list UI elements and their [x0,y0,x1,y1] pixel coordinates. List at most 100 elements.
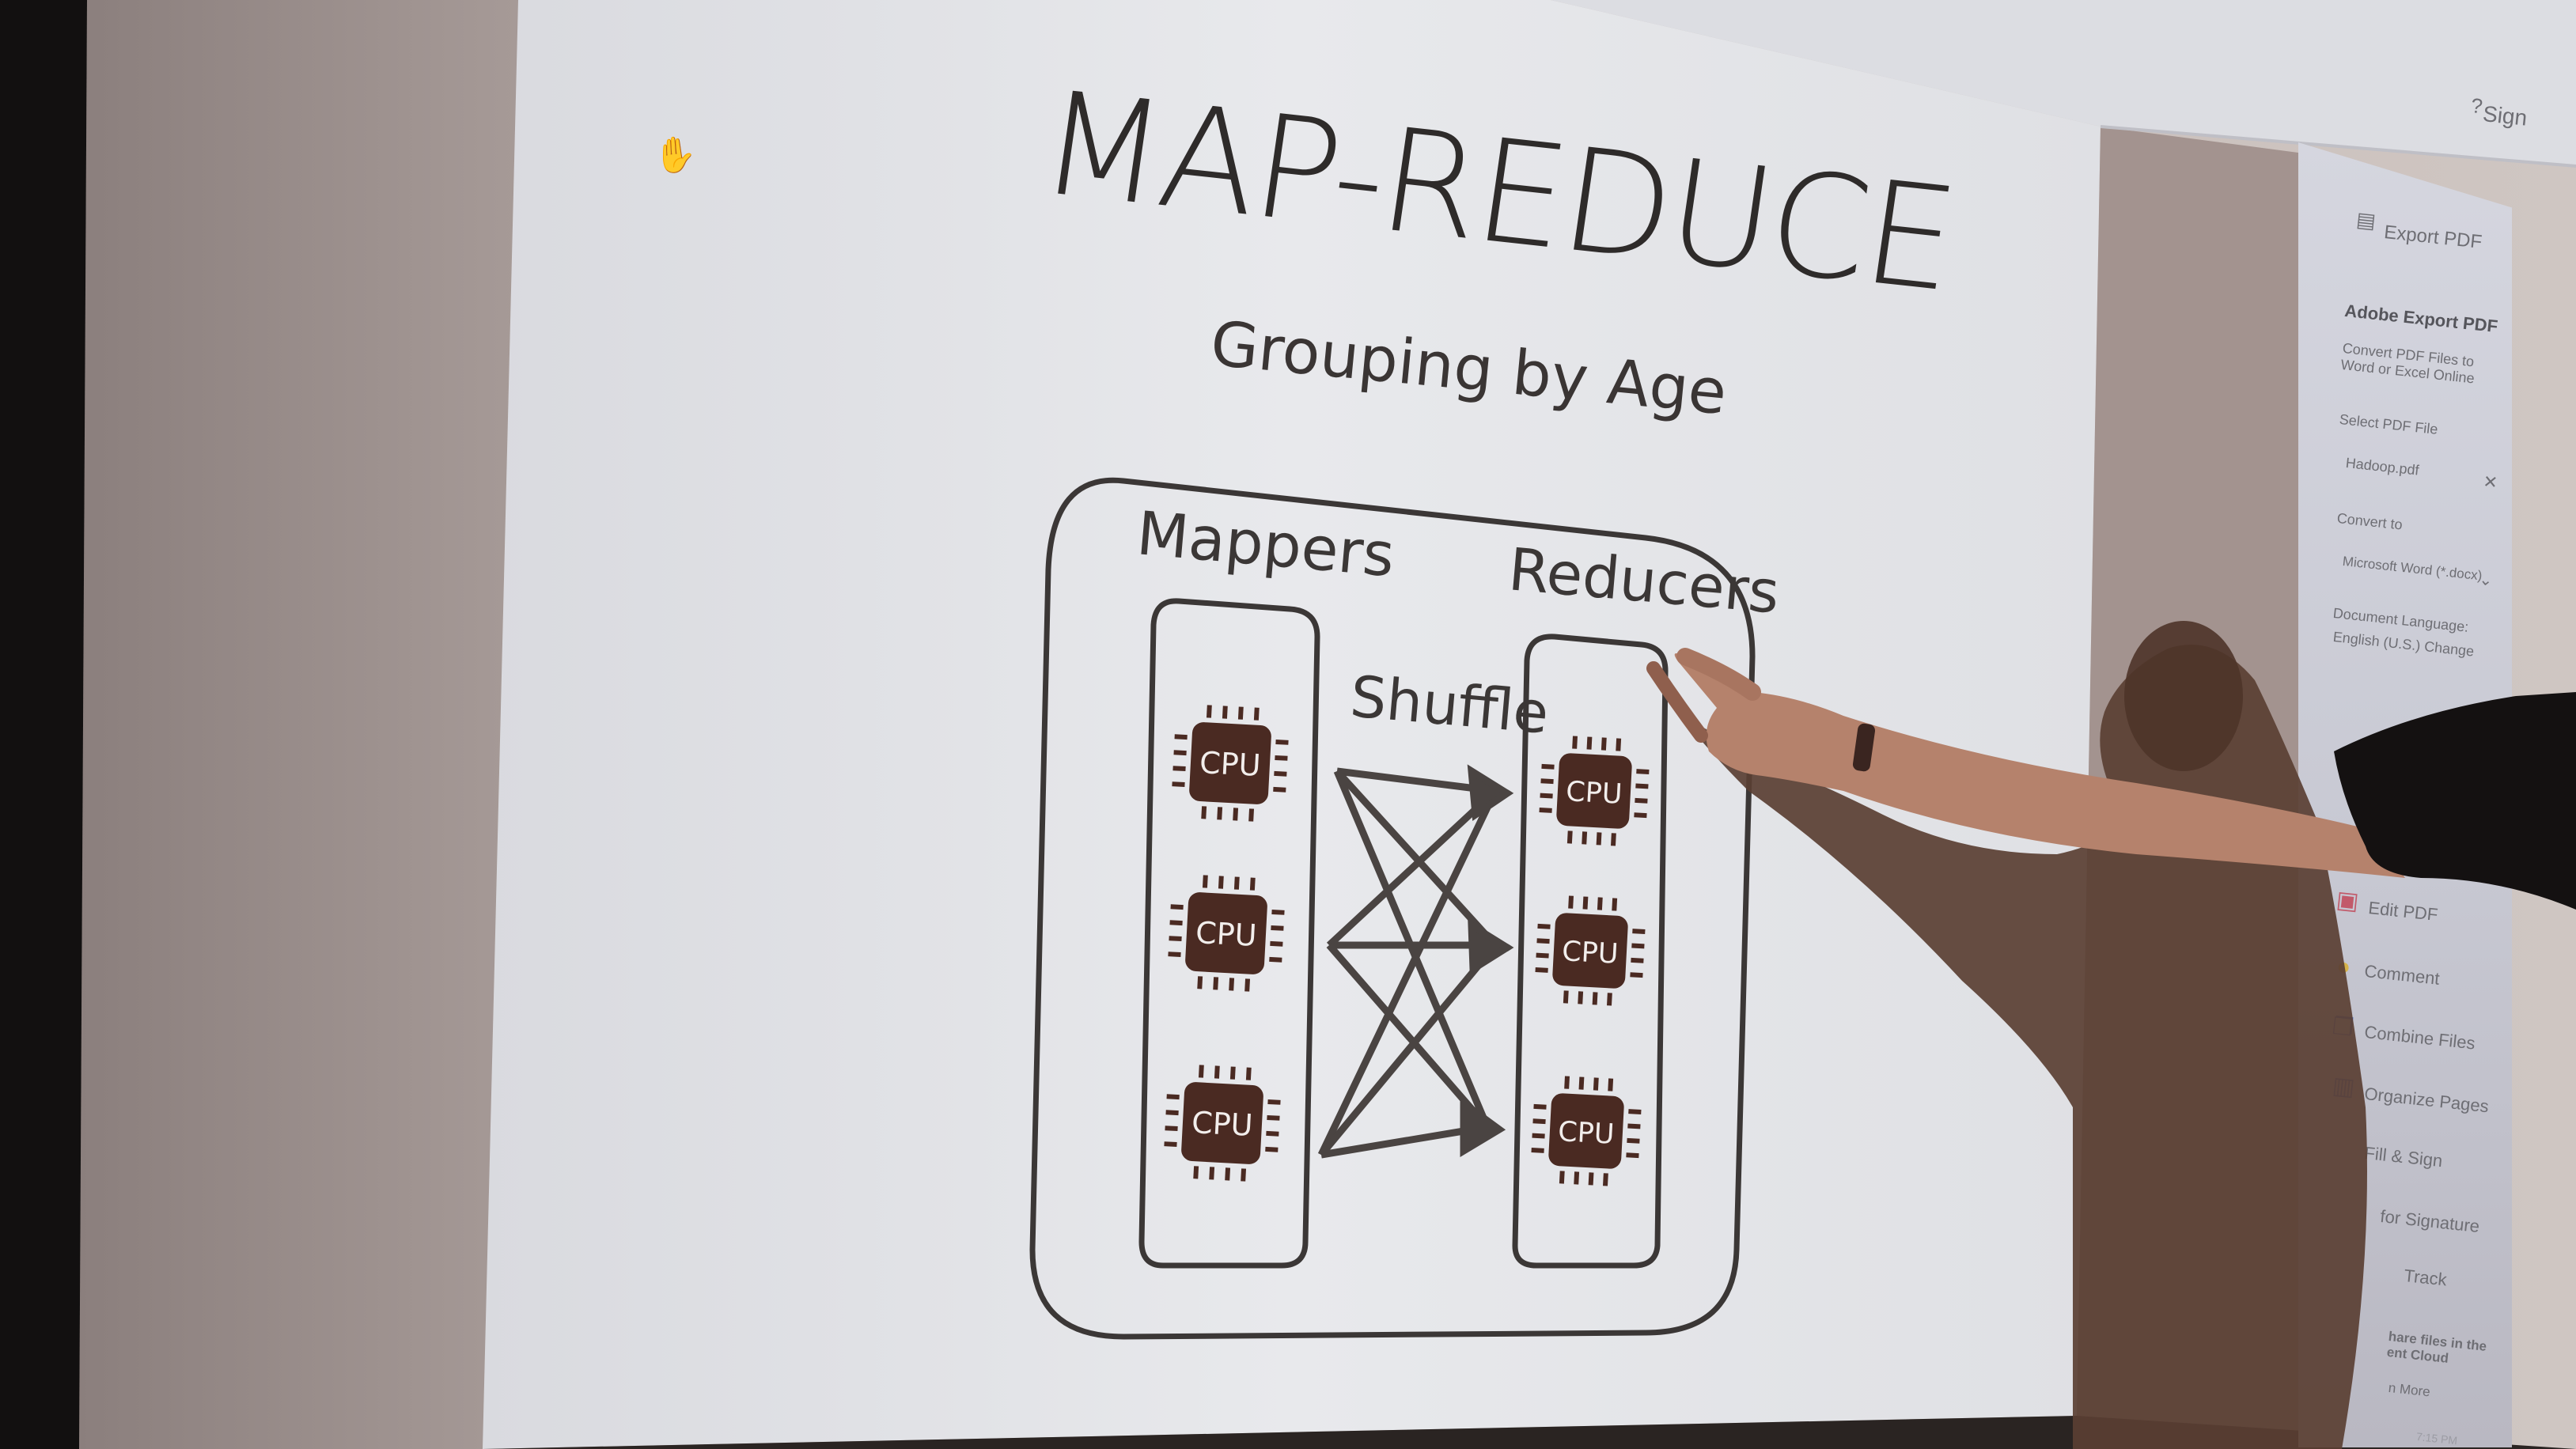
arrow [1318,943,1498,1157]
cpu-body [1548,1093,1624,1169]
cpu-pin [1233,808,1239,821]
cpu-pin [1631,957,1644,963]
cpu-pin [1582,896,1589,910]
cpu-pin [1559,1171,1565,1184]
cpu-pin [1586,736,1593,750]
cpu-pin [1169,920,1183,926]
cpu-body [1189,722,1271,804]
cpu-pin [1563,990,1569,1004]
cpu-pin [1222,706,1228,719]
cpu-pin [1193,1166,1199,1179]
cpu-pin [1582,831,1588,845]
cpu-pin [1229,1066,1236,1080]
cpu-body [1185,892,1267,974]
cpu-pin [1218,876,1224,889]
shuffle-arrows [1317,764,1514,1159]
cpu-pin [1588,1172,1594,1186]
cpu-pin [1601,737,1607,751]
cpu-pin [1592,992,1598,1005]
arrow [1320,1123,1488,1159]
shuffle-label: Shuffle [1348,663,1551,747]
cpu-pin [1540,793,1553,799]
cpu-pin [1274,770,1287,777]
cpu-pin [1267,1099,1281,1105]
arrow [1326,943,1491,1129]
reducer-cpu-3: CPU [1531,1076,1642,1186]
cpu-pin [1631,943,1645,949]
cpu-label: CPU [1565,776,1623,811]
cpu-pin [1536,952,1549,959]
cpu-label: CPU [1561,936,1619,970]
cpu-pin [1275,739,1289,745]
cpu-pin [1270,940,1283,947]
cpu-pin [1275,755,1288,761]
cpu-pin [1164,1141,1177,1148]
cpu-pin [1271,909,1285,915]
cpu-pin [1568,895,1574,909]
reducer-cpu-2: CPU [1535,895,1646,1006]
cpu-pin [1225,1167,1231,1181]
mapper-cpu-3: CPU [1164,1065,1281,1182]
cpu-pin [1172,766,1186,772]
cpu-pin [1169,936,1182,942]
cpu-pin [1578,991,1584,1004]
arrowhead [1467,764,1514,821]
cpu-pin [1173,750,1187,756]
cpu-pin [1165,1126,1178,1132]
cpu-pin [1607,993,1612,1006]
cpu-pin [1217,807,1223,820]
cpu-pin [1273,786,1286,793]
arrow [1333,770,1491,1129]
outer-container [1029,477,1756,1340]
cpu-body [1552,913,1628,989]
cpu-pin [1537,923,1551,929]
cpu-pin [1627,1137,1640,1144]
cpu-pin [1209,1167,1215,1180]
arrowhead [1460,1096,1506,1157]
arrow [1334,768,1498,948]
cpu-pin [1635,797,1648,804]
cpu-pin [1593,1077,1599,1091]
cpu-pin [1253,707,1260,721]
cpu-label: CPU [1557,1116,1615,1151]
cpu-pin [1636,769,1650,774]
cpu-pin [1532,1118,1546,1125]
mapper-cpu-2: CPU [1168,875,1285,992]
reducers-box [1512,634,1669,1269]
cpu-pin [1535,967,1548,973]
cpu-pin [1229,978,1235,991]
cpu-pin [1626,1152,1639,1159]
cpu-pin [1244,978,1251,992]
cpu-pin [1213,977,1219,990]
cpu-label: CPU [1195,915,1257,953]
cpu-pin [1608,1078,1614,1091]
cpu-pin [1572,736,1578,749]
reducers-label: Reducers [1506,535,1782,627]
cpu-pin [1248,808,1255,822]
cpu-pin [1564,1076,1570,1089]
cpu-pin [1531,1148,1544,1153]
reducer-cpu-1: CPU [1539,736,1650,846]
cpu-pin [1170,904,1184,910]
arrow [1317,789,1499,1156]
cpu-pin [1635,783,1649,789]
cpu-pin [1214,1065,1220,1079]
cpu-pin [1198,1065,1204,1078]
cpu-pin [1566,830,1573,844]
cpu-pin [1237,706,1244,720]
mappers-label: Mappers [1134,498,1397,590]
cpu-pin [1597,897,1603,910]
cpu-pin [1627,1123,1641,1129]
cpu-pin [1166,1094,1180,1100]
cpu-pin [1539,808,1552,813]
cpu-pin [1165,1110,1179,1116]
cpu-pin [1533,1103,1547,1110]
cpu-pin [1634,812,1647,819]
cpu-pin [1269,956,1282,963]
cpu-pin [1241,1168,1247,1182]
cpu-pin [1206,705,1212,718]
cpu-pin [1596,832,1602,846]
cpu-pin [1603,1173,1608,1186]
cpu-pin [1233,876,1240,890]
